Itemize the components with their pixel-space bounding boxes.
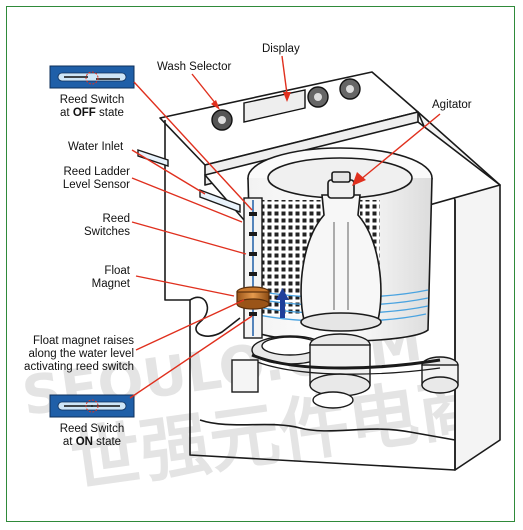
control-knobs xyxy=(307,78,361,108)
label-off-line1: Reed Switch xyxy=(60,94,125,106)
wash-selector-knob xyxy=(211,109,233,131)
label-reed-ladder-line2: Level Sensor xyxy=(63,179,130,191)
label-off-line2: at OFF state xyxy=(60,107,124,119)
label-display: Display xyxy=(262,43,300,55)
leader-lines xyxy=(129,55,441,399)
label-reed-ladder-line1: Reed Ladder xyxy=(64,166,131,178)
label-on-line1: Reed Switch xyxy=(60,423,125,435)
reed-switch-off-inset xyxy=(49,65,135,89)
label-float-magnet-line2: Magnet xyxy=(92,278,131,290)
label-wash-selector: Wash Selector xyxy=(157,61,232,73)
label-water-inlet: Water Inlet xyxy=(68,141,124,153)
label-on-line2: at ON state xyxy=(63,436,121,448)
label-agitator: Agitator xyxy=(432,99,472,111)
reed-switch-marks xyxy=(249,212,257,316)
label-float-raises-line2: along the water level xyxy=(29,348,134,360)
label-float-raises-line1: Float magnet raises xyxy=(33,335,134,347)
float-magnet xyxy=(236,286,270,310)
label-reed-switches-line1: Reed xyxy=(103,213,131,225)
label-float-magnet-line1: Float xyxy=(104,265,130,277)
agitator xyxy=(300,171,382,332)
label-reed-switches-line2: Switches xyxy=(84,226,130,238)
water-rise-arrow xyxy=(276,288,289,318)
label-float-raises-line3: activating reed switch xyxy=(24,361,134,373)
drive-motor-pulleys xyxy=(231,333,459,409)
reed-ladder-sensor xyxy=(243,197,263,339)
reed-switch-on-inset xyxy=(49,394,135,418)
